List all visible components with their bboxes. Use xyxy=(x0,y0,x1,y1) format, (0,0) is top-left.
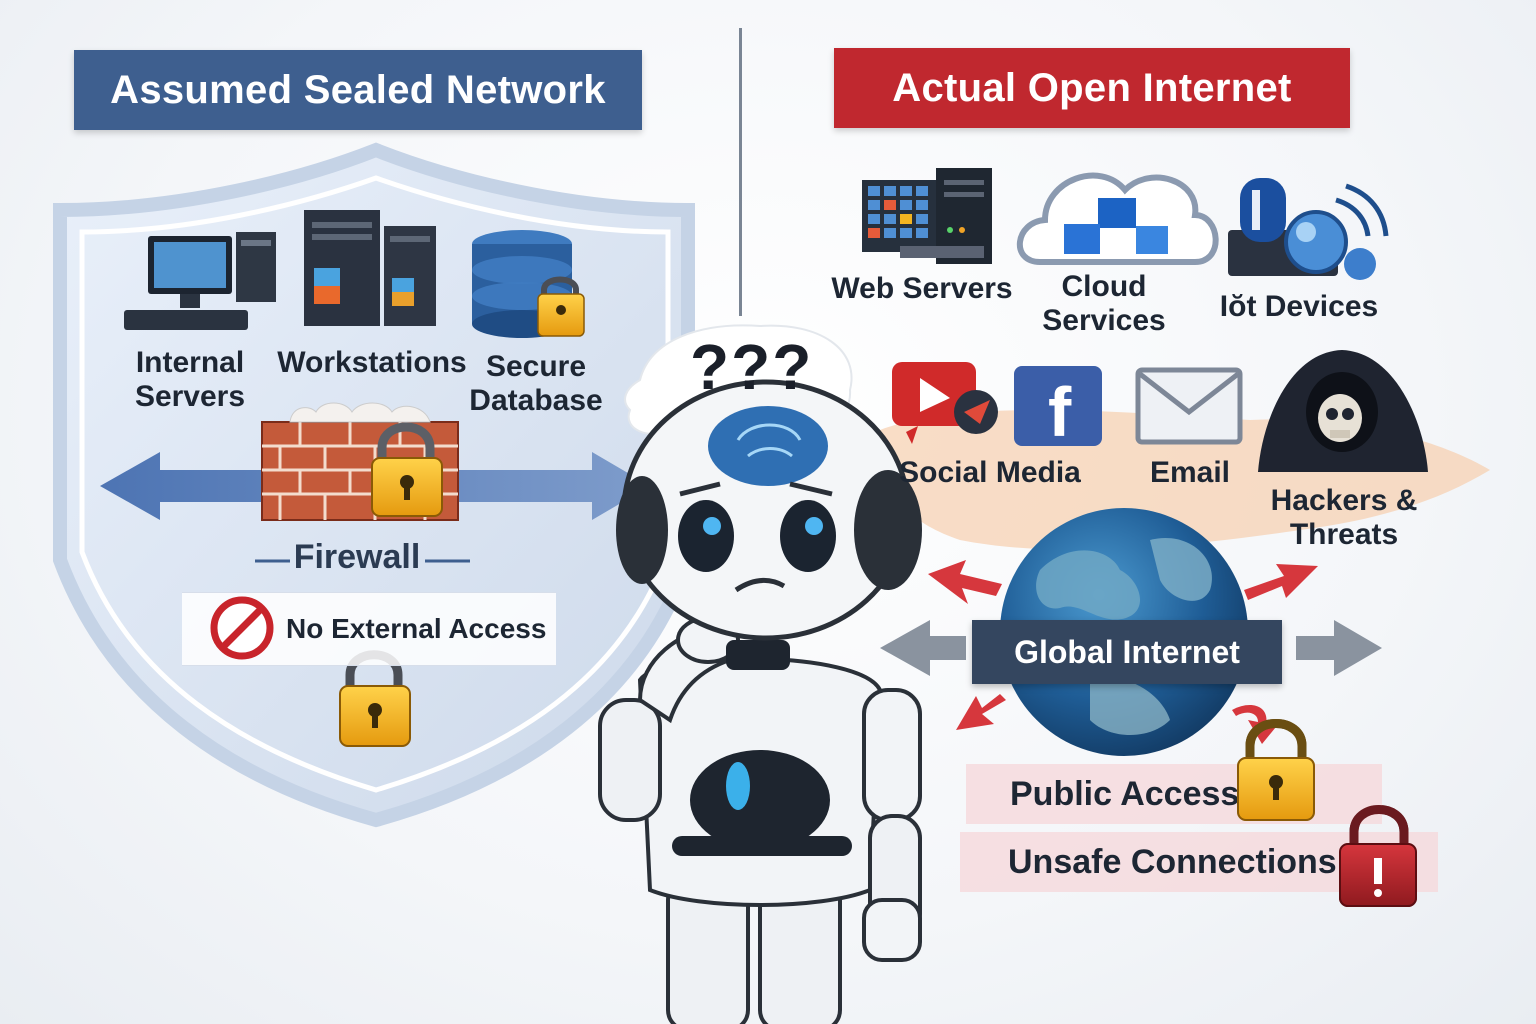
actual-internet-banner: Actual Open Internet xyxy=(834,48,1350,128)
global-internet-banner: Global Internet xyxy=(972,620,1282,684)
envelope-icon xyxy=(1135,367,1243,445)
internal-servers-label: Internal Servers xyxy=(120,346,260,414)
server-tower-icon xyxy=(304,210,436,326)
web-servers-label: Web Servers xyxy=(824,272,1020,306)
lock-icon xyxy=(371,422,443,517)
label-line: Iŏt Devices xyxy=(1219,290,1379,323)
computer-icon xyxy=(124,232,276,330)
global-internet-text: Global Internet xyxy=(1014,633,1240,670)
cloud-icon xyxy=(1016,172,1219,265)
social-media-label: Social Media xyxy=(894,456,1086,490)
gray-arrows xyxy=(880,620,1382,676)
hackers-threats-label: Hackers & Threats xyxy=(1256,484,1432,552)
question-marks: ??? xyxy=(690,331,814,403)
hacker-icon xyxy=(1258,350,1428,472)
unsafe-connections-strip: Unsafe Connections xyxy=(960,832,1438,892)
cloud-services-label: Cloud Services xyxy=(1036,270,1172,338)
firewall-text: Firewall xyxy=(293,538,421,576)
unsafe-connections-text: Unsafe Connections xyxy=(1008,842,1337,881)
public-access-strip: Public Access xyxy=(966,764,1382,824)
left-banner-title: Assumed Sealed Network xyxy=(110,67,606,112)
label-line: Servers xyxy=(134,380,246,413)
label-line: Workstations xyxy=(277,346,467,379)
label-line: Hackers & xyxy=(1270,484,1418,517)
database-lock-icon xyxy=(472,230,585,338)
iot-devices-label: Iŏt Devices xyxy=(1206,290,1392,324)
email-label: Email xyxy=(1136,456,1244,490)
section-divider xyxy=(739,28,742,316)
robot-icon xyxy=(598,379,922,1024)
no-external-access-text: No External Access xyxy=(286,613,547,644)
svg-text:f: f xyxy=(1048,373,1072,451)
label-line: Internal xyxy=(135,346,245,379)
public-access-text: Public Access xyxy=(1010,774,1240,813)
label-line: Threats xyxy=(1289,518,1399,551)
firewall-label: Firewall xyxy=(290,540,424,574)
iot-device-icon xyxy=(1228,178,1389,280)
right-banner-title: Actual Open Internet xyxy=(892,65,1292,110)
label-line: Services xyxy=(1042,304,1166,337)
social-media-icon: f xyxy=(892,362,1102,451)
assumed-network-banner: Assumed Sealed Network xyxy=(74,50,642,130)
label-line: Database xyxy=(469,384,603,417)
no-external-access-strip: No External Access xyxy=(182,592,556,666)
web-server-icon xyxy=(862,168,992,264)
label-line: Email xyxy=(1149,456,1231,489)
label-line: Cloud xyxy=(1061,270,1147,303)
label-line: Secure xyxy=(485,350,587,383)
label-line: Social Media xyxy=(899,456,1081,489)
workstations-label: Workstations xyxy=(272,346,472,380)
label-line: Web Servers xyxy=(831,272,1013,305)
secure-database-label: Secure Database xyxy=(462,350,610,418)
